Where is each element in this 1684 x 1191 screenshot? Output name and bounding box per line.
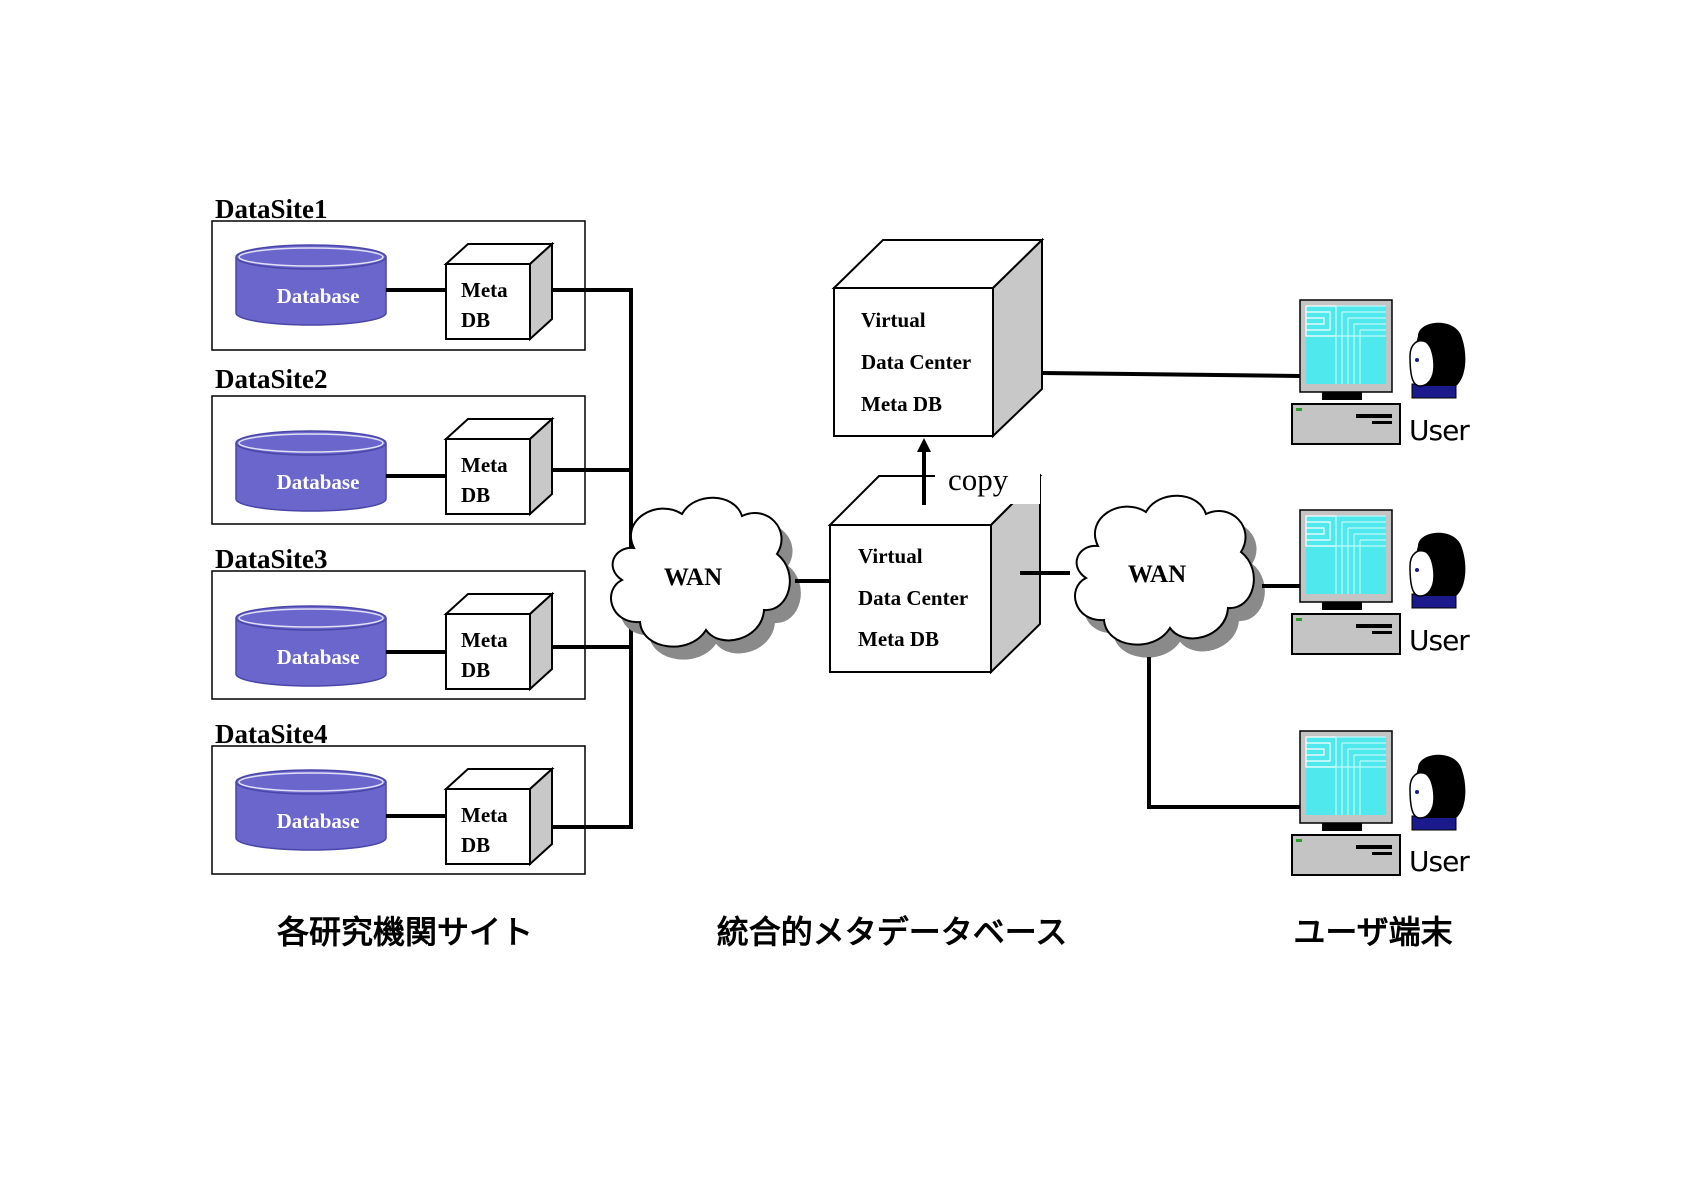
wan-label: WAN bbox=[1128, 561, 1186, 588]
vdc-top: Virtual Data Center Meta DB bbox=[831, 237, 1045, 439]
vdc-label-line3: Meta DB bbox=[861, 392, 942, 416]
meta-db-label-line1: Meta bbox=[461, 278, 508, 302]
person-icon bbox=[1409, 753, 1467, 831]
meta-db-label-line2: DB bbox=[461, 483, 490, 507]
datasite-title: DataSite3 bbox=[215, 544, 327, 574]
meta-db-label-line1: Meta bbox=[461, 453, 508, 477]
vdc-label-line1: Virtual bbox=[861, 308, 926, 332]
computer-icon bbox=[1291, 730, 1401, 876]
datasites-group: DataSite1 Database Meta DB DataSite2 Dat… bbox=[211, 194, 586, 875]
database-label: Database bbox=[277, 470, 360, 494]
computer-icon bbox=[1291, 509, 1401, 655]
datasite-title: DataSite4 bbox=[215, 719, 327, 749]
wan-to-user-lines bbox=[1147, 584, 1300, 809]
database-label: Database bbox=[277, 809, 360, 833]
vdc-label-line2: Data Center bbox=[858, 586, 968, 610]
caption-research-sites: 各研究機関サイト bbox=[277, 913, 533, 951]
person-icon bbox=[1409, 321, 1467, 399]
meta-db-label-line2: DB bbox=[461, 658, 490, 682]
caption-integrated-metadatabase: 統合的メタデータベース bbox=[717, 913, 1067, 951]
copy-arrow: copy bbox=[917, 438, 1009, 505]
copy-label: copy bbox=[948, 462, 1009, 497]
meta-db-label-line2: DB bbox=[461, 308, 490, 332]
vdc-bottom: Virtual Data Center Meta DB bbox=[827, 456, 1043, 675]
datasite-2: DataSite2 Database Meta DB bbox=[211, 364, 586, 525]
datasite-4: DataSite4 Database Meta DB bbox=[211, 719, 586, 875]
computer-icon bbox=[1291, 299, 1401, 445]
vdc-label-line3: Meta DB bbox=[858, 627, 939, 651]
vdc-front-face bbox=[829, 524, 992, 673]
meta-db-label-line1: Meta bbox=[461, 628, 508, 652]
user-terminal-1: User bbox=[1291, 299, 1471, 447]
datasite-title: DataSite1 bbox=[215, 194, 327, 224]
vdc-to-user1-link bbox=[1041, 371, 1301, 378]
datasite-title: DataSite2 bbox=[215, 364, 327, 394]
meta-db-label-line2: DB bbox=[461, 833, 490, 857]
wan-cloud-left: WAN bbox=[609, 496, 801, 660]
wan-label: WAN bbox=[664, 564, 722, 591]
user-label: User bbox=[1409, 624, 1470, 657]
user-label: User bbox=[1409, 414, 1470, 447]
vdc-front-face bbox=[833, 287, 994, 437]
datasite-3: DataSite3 Database Meta DB bbox=[211, 544, 586, 700]
vdc-label-line2: Data Center bbox=[861, 350, 971, 374]
user-label: User bbox=[1409, 845, 1470, 878]
wan-cloud-right: WAN bbox=[1073, 494, 1265, 658]
vdc-label-line1: Virtual bbox=[858, 544, 923, 568]
datasite-1: DataSite1 Database Meta DB bbox=[211, 194, 586, 351]
meta-db-label-line1: Meta bbox=[461, 803, 508, 827]
user-terminal-3: User bbox=[1291, 730, 1471, 878]
copy-label-backdrop bbox=[935, 456, 1040, 504]
database-label: Database bbox=[277, 645, 360, 669]
database-label: Database bbox=[277, 284, 360, 308]
person-icon bbox=[1409, 531, 1467, 609]
user-terminal-2: User bbox=[1291, 509, 1471, 657]
caption-user-terminals: ユーザ端末 bbox=[1293, 913, 1452, 951]
